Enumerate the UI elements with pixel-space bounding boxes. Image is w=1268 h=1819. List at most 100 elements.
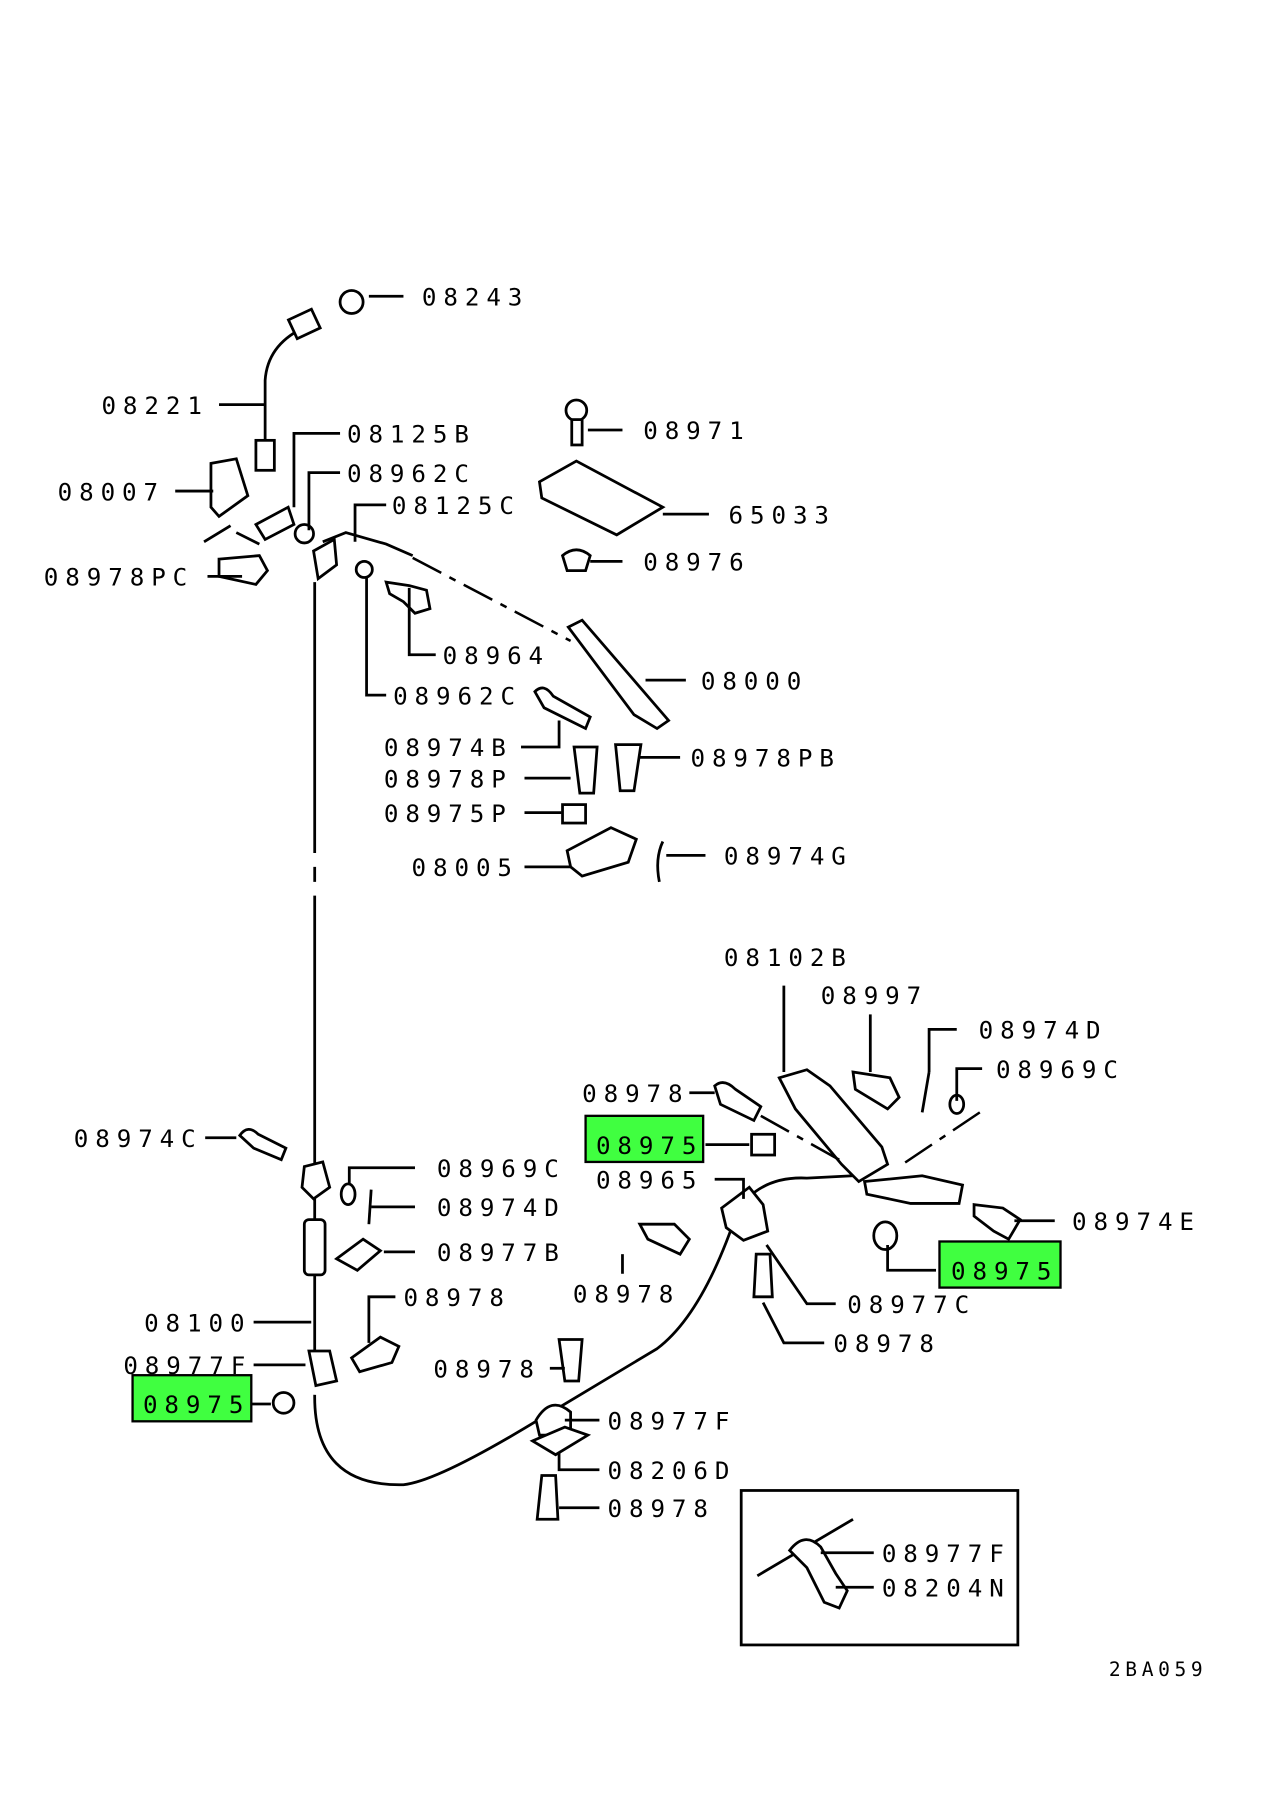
part-label[interactable]: 08997 bbox=[821, 982, 928, 1010]
inset-clamp bbox=[787, 1538, 849, 1610]
part-label-highlighted[interactable]: 08975 bbox=[951, 1258, 1058, 1286]
bolt-08978-d bbox=[713, 1081, 763, 1123]
bolt-08978-e bbox=[637, 1222, 692, 1256]
bracket-08965 bbox=[720, 1185, 770, 1242]
bracket-guide bbox=[203, 524, 260, 546]
pedal-arm-08000 bbox=[566, 618, 671, 731]
cotter-pin-08974G bbox=[656, 840, 665, 883]
bolt-08978PB bbox=[614, 743, 643, 793]
part-drawings bbox=[203, 289, 1023, 1647]
leader-line bbox=[407, 587, 436, 657]
lever-arm bbox=[312, 537, 339, 582]
part-label[interactable]: 08206D bbox=[607, 1457, 736, 1485]
part-label[interactable]: 08962C bbox=[393, 682, 522, 710]
lever-rod bbox=[322, 531, 414, 557]
leader-line bbox=[714, 1177, 745, 1199]
part-label[interactable]: 08964 bbox=[443, 642, 550, 670]
part-label[interactable]: 08969C bbox=[437, 1155, 566, 1183]
pin-08974B bbox=[533, 686, 592, 731]
leader-lines bbox=[175, 294, 1055, 1589]
part-label[interactable]: 08102B bbox=[724, 944, 853, 972]
part-label[interactable]: 08125C bbox=[392, 492, 521, 520]
washer-08962C bbox=[354, 559, 374, 579]
part-label[interactable]: 08974D bbox=[437, 1194, 566, 1222]
part-label-highlighted[interactable]: 08975 bbox=[596, 1132, 703, 1160]
part-label[interactable]: 08974B bbox=[384, 734, 513, 762]
diagram-code: 2BA059 bbox=[1109, 1658, 1207, 1681]
part-label[interactable]: 08100 bbox=[144, 1309, 251, 1337]
part-label[interactable]: 65033 bbox=[729, 501, 836, 529]
bolt-08997 bbox=[851, 1070, 901, 1111]
pin-08974C bbox=[237, 1128, 288, 1162]
cable-end bbox=[254, 438, 276, 472]
part-label[interactable]: 08000 bbox=[701, 667, 808, 695]
part-label[interactable]: 08007 bbox=[58, 478, 165, 506]
part-label[interactable]: 08978 bbox=[582, 1080, 689, 1108]
cotter-pin-08974D bbox=[367, 1189, 373, 1225]
part-label[interactable]: 08978 bbox=[607, 1495, 714, 1523]
part-label[interactable]: 08974G bbox=[724, 843, 853, 871]
nut-08243 bbox=[338, 289, 365, 315]
nut-08975P bbox=[561, 803, 587, 825]
bolt-08978-b bbox=[557, 1338, 584, 1383]
bolt-08978PC bbox=[217, 554, 270, 586]
part-label[interactable]: 08974D bbox=[979, 1017, 1108, 1045]
leader-line bbox=[557, 1452, 600, 1472]
leader-line bbox=[365, 576, 387, 697]
part-label[interactable]: 08978 bbox=[833, 1330, 940, 1358]
bolt-08978-a bbox=[349, 1335, 401, 1374]
cable-fitting bbox=[286, 307, 323, 341]
leader-line bbox=[886, 1244, 937, 1272]
part-label[interactable]: 08976 bbox=[643, 549, 750, 577]
cotter-pin-08974D-b bbox=[920, 1071, 931, 1113]
leader-line bbox=[292, 432, 341, 508]
center-line bbox=[412, 556, 572, 643]
bracket-08102B bbox=[777, 1068, 890, 1184]
part-label[interactable]: 08125B bbox=[347, 421, 476, 449]
bracket-08007 bbox=[209, 457, 250, 519]
part-label[interactable]: 08978PB bbox=[690, 745, 840, 773]
part-label[interactable]: 08977B bbox=[437, 1239, 566, 1267]
part-label[interactable]: 08204N bbox=[882, 1575, 1011, 1603]
washer-08969C bbox=[339, 1182, 357, 1206]
leader-line bbox=[955, 1067, 983, 1101]
screw-08971-shank bbox=[570, 418, 584, 447]
upper-cable bbox=[263, 327, 303, 441]
part-label[interactable]: 08962C bbox=[347, 460, 476, 488]
part-label[interactable]: 08978PC bbox=[44, 564, 194, 592]
plate-08125B bbox=[253, 505, 296, 542]
part-label[interactable]: 08969C bbox=[996, 1056, 1125, 1084]
part-label-highlighted[interactable]: 08975 bbox=[143, 1391, 250, 1419]
part-label[interactable]: 08975P bbox=[384, 800, 513, 828]
cable-adjuster bbox=[862, 1174, 965, 1205]
part-label[interactable]: 08971 bbox=[643, 417, 750, 445]
leader-line bbox=[521, 720, 561, 749]
highlight-box bbox=[938, 1240, 1062, 1289]
part-label[interactable]: 08974E bbox=[1072, 1208, 1201, 1236]
plate-08206D bbox=[529, 1425, 592, 1457]
part-label[interactable]: 08005 bbox=[412, 854, 519, 882]
part-label[interactable]: 08978P bbox=[384, 765, 513, 793]
bolt-08978P bbox=[572, 745, 599, 795]
leader-line bbox=[347, 1166, 415, 1186]
part-label[interactable]: 08243 bbox=[422, 283, 529, 311]
pin-08974E bbox=[972, 1203, 1023, 1242]
screw-08971-head bbox=[564, 398, 589, 423]
highlight-box bbox=[584, 1114, 705, 1164]
cable-spring bbox=[302, 1218, 327, 1277]
leader-line bbox=[353, 503, 387, 542]
part-label[interactable]: 08977C bbox=[847, 1291, 976, 1319]
inset-box bbox=[739, 1489, 1020, 1647]
part-label[interactable]: 08974C bbox=[74, 1125, 203, 1153]
part-label[interactable]: 08978 bbox=[433, 1356, 540, 1384]
part-label[interactable]: 08221 bbox=[101, 392, 208, 420]
center-line-b bbox=[898, 1111, 981, 1168]
part-label[interactable]: 08977F bbox=[882, 1540, 1011, 1568]
bolt-08978-f bbox=[752, 1252, 774, 1299]
nut-08975-right bbox=[872, 1220, 899, 1251]
part-label[interactable]: 08978 bbox=[403, 1284, 510, 1312]
part-label[interactable]: 08977F bbox=[607, 1407, 736, 1435]
part-label[interactable]: 08965 bbox=[596, 1166, 703, 1194]
part-label[interactable]: 08978 bbox=[573, 1281, 680, 1309]
part-labels: 08243 08221 08125B 08962C 08125C 08007 08978PC… bbox=[44, 283, 1201, 1603]
